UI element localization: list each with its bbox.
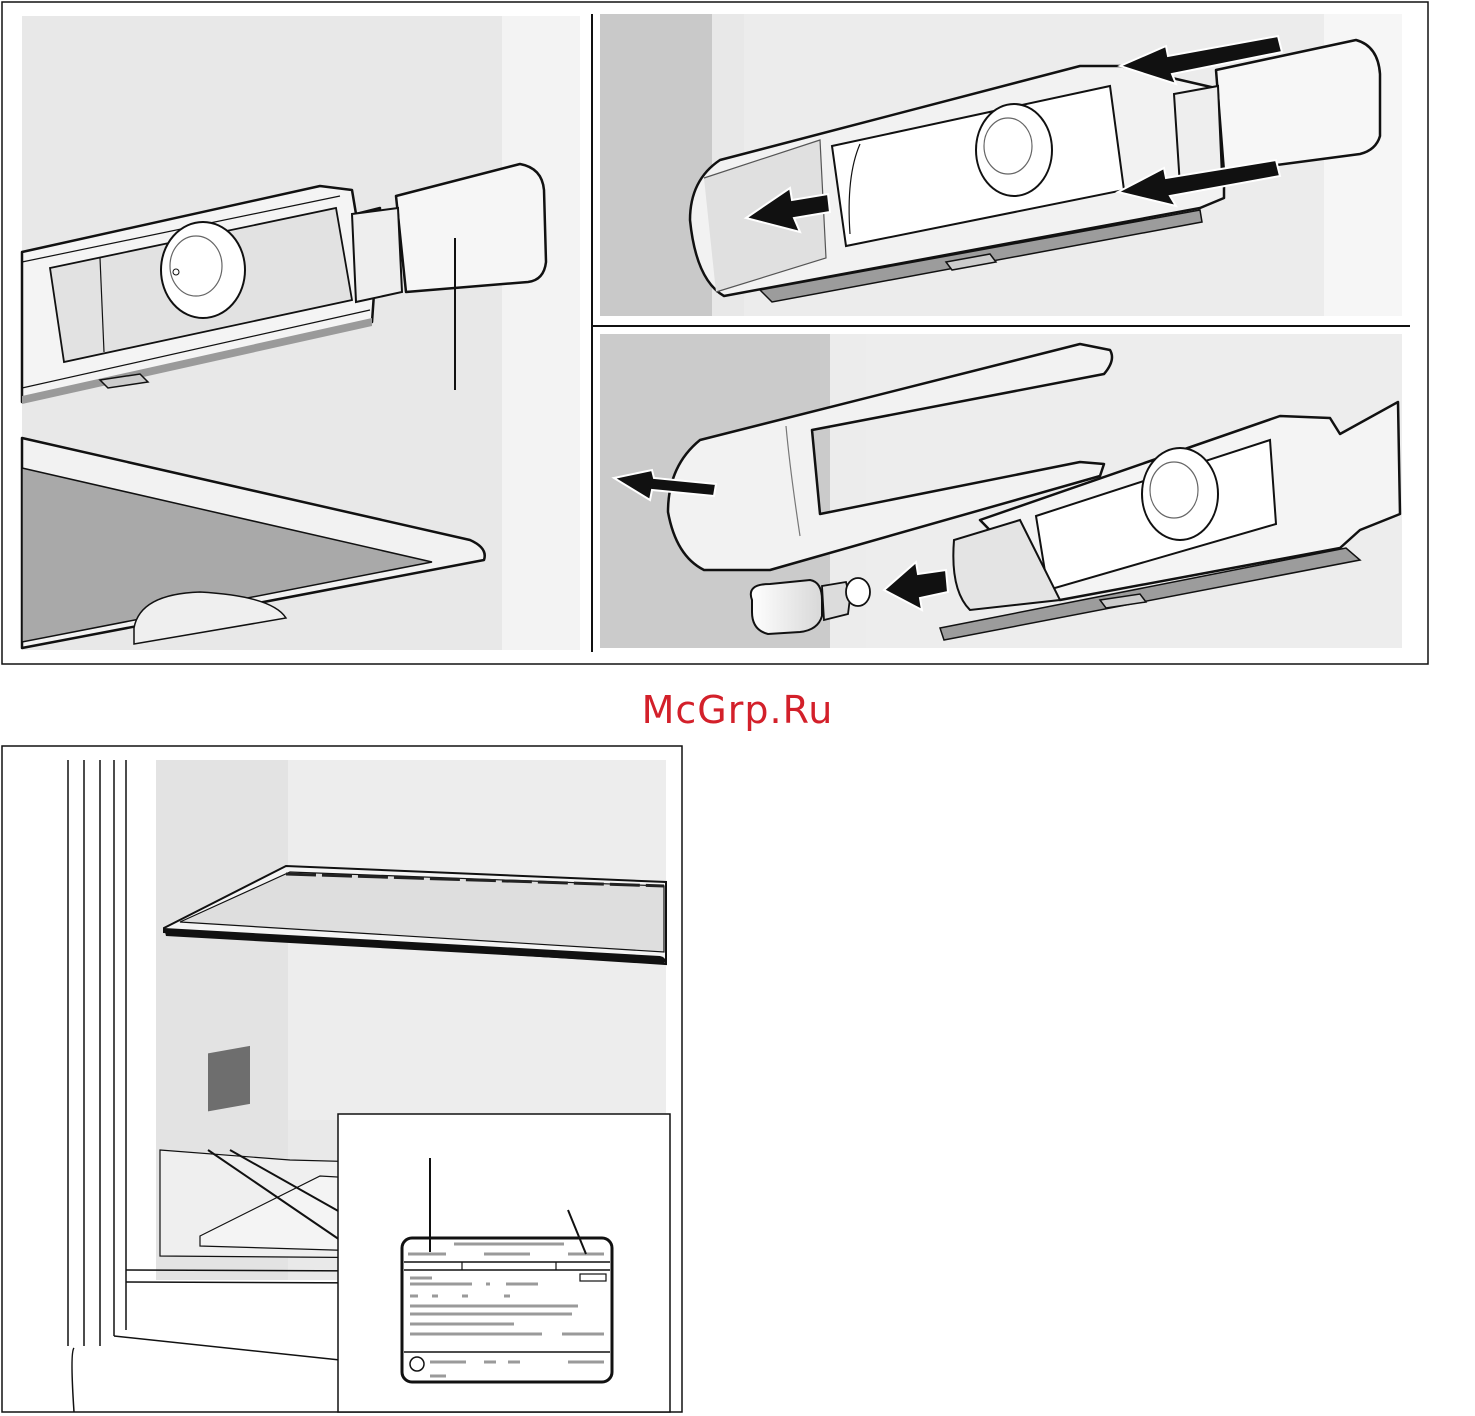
dial-icon — [976, 104, 1052, 196]
panel-bulb-replacement — [600, 334, 1402, 648]
dial-icon — [1142, 448, 1218, 540]
panel-lamp-cover-overview — [22, 16, 580, 650]
rating-plate-icon — [402, 1238, 612, 1382]
rating-plate-location — [208, 1046, 250, 1111]
panel-cover-removal — [600, 14, 1402, 316]
watermark-text: McGrp.Ru — [0, 688, 1475, 732]
dial-icon — [161, 222, 245, 318]
